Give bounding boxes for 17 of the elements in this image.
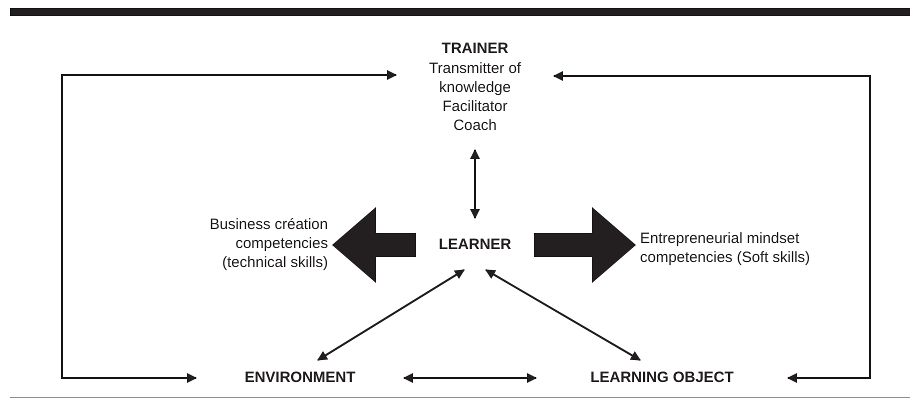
node-title: LEARNING OBJECT [590, 368, 734, 388]
node-title: ENVIRONMENT [244, 368, 356, 388]
block-arrow [332, 207, 416, 283]
node-text: Business création competencies (technical skills) [208, 214, 328, 272]
arrow [61, 70, 397, 383]
arrow [317, 269, 465, 361]
arrow [553, 71, 871, 383]
arrow [485, 269, 641, 361]
node-text: Facilitator [442, 97, 508, 116]
node-text: Transmitter of knowledge [428, 59, 522, 97]
arrow [470, 149, 480, 219]
node-text: Coach [453, 116, 497, 135]
node-title: LEARNER [438, 235, 512, 255]
arrow [403, 373, 537, 383]
block-arrow [534, 207, 636, 283]
node-text: Entrepreneurial mindset competencies (Soft skills) [640, 229, 812, 267]
node-title: TRAINER [442, 39, 508, 59]
